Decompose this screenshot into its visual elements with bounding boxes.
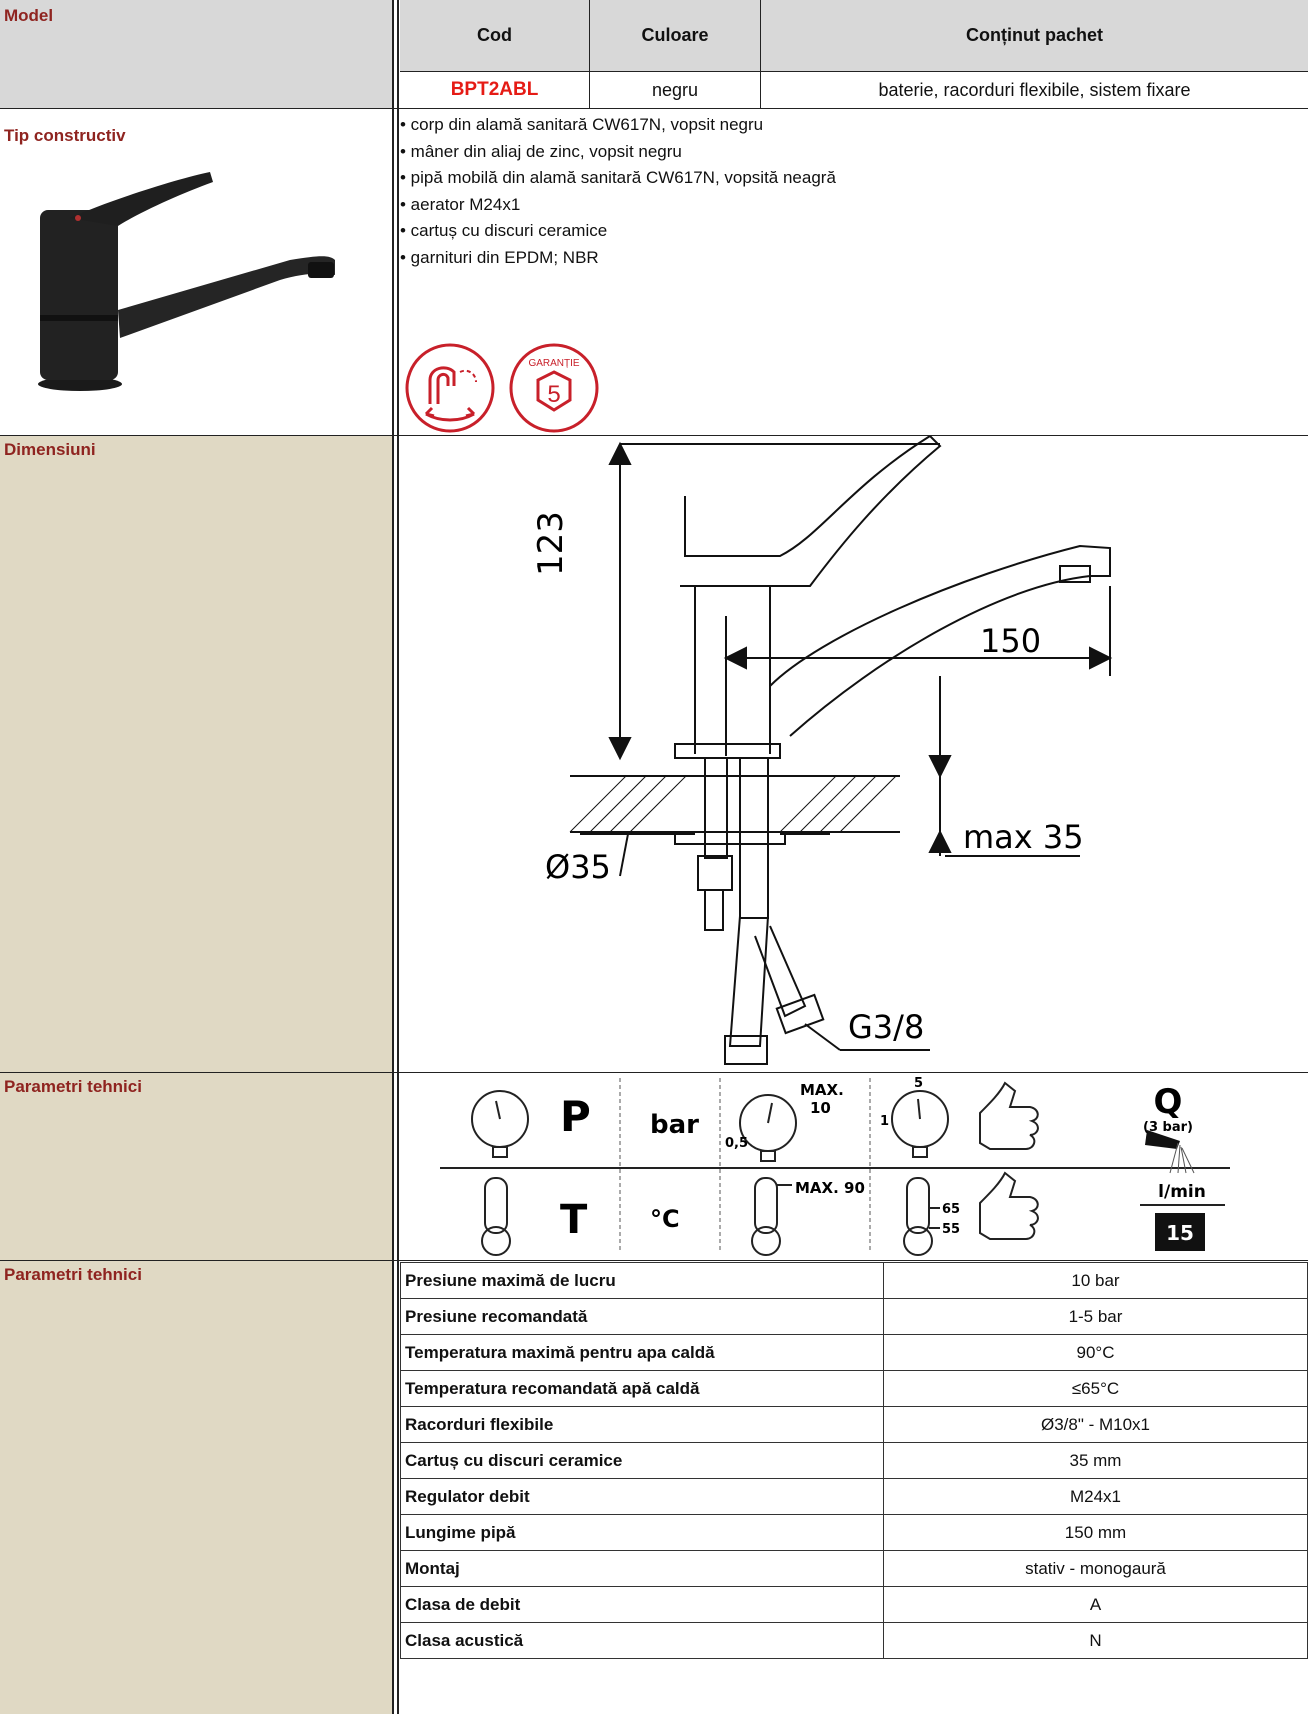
spec-value: 10 bar: [883, 1262, 1308, 1299]
spec-value: 150 mm: [883, 1514, 1308, 1551]
pressure-min-value: 0,5: [725, 1136, 748, 1151]
spec-key: Cartuș cu discuri ceramice: [400, 1442, 884, 1479]
spec-key: Regulator debit: [400, 1478, 884, 1515]
spec-value: ≤65°C: [883, 1370, 1308, 1407]
feature-list: • corp din alamă sanitară CW617N, vopsit…: [400, 112, 1300, 271]
parametri-tehnici-label-2: Parametri tehnici: [4, 1265, 142, 1284]
dim-max-thickness-label: max 35: [963, 818, 1084, 856]
temperature-max-label: MAX. 90: [795, 1179, 865, 1197]
model-label-cell: [0, 0, 392, 108]
technical-pictograms: P bar MAX. 10 0,5 5 1 T °C MAX. 90 65 55…: [440, 1076, 1230, 1256]
temperature-t-symbol: T: [560, 1197, 588, 1243]
dimension-drawing: 123 150 max 35 Ø35 G3/8: [531, 436, 1113, 1065]
parametri-tehnici-label: Parametri tehnici: [4, 1077, 142, 1096]
dimensiuni-label-cell: [0, 435, 392, 1072]
dim-height-label: 123: [531, 511, 571, 576]
header-culoare: Culoare: [641, 25, 709, 45]
spec-value: 1-5 bar: [883, 1298, 1308, 1335]
temperature-unit: °C: [650, 1205, 680, 1233]
pressure-max-label: MAX.: [800, 1081, 844, 1099]
flow-q-symbol: Q: [1154, 1082, 1183, 1122]
dimensiuni-label: Dimensiuni: [4, 440, 96, 459]
spec-key: Presiune recomandată: [400, 1298, 884, 1335]
spec-key: Clasa acustică: [400, 1622, 884, 1659]
header-cod: Cod: [477, 25, 512, 45]
header-row: [400, 0, 1308, 71]
pressure-p-symbol: P: [560, 1092, 591, 1141]
spec-value: N: [883, 1622, 1308, 1659]
guarantee-badge-icon: GARANȚIE 5: [509, 343, 599, 433]
spec-key: Temperatura recomandată apă caldă: [400, 1370, 884, 1407]
product-color: negru: [651, 79, 699, 100]
temperature-rec-65: 65: [942, 1202, 960, 1217]
spec-key: Clasa de debit: [400, 1586, 884, 1623]
feature-item: • pipă mobilă din alamă sanitară CW617N,…: [400, 168, 836, 187]
parametri-label-cell-2: [0, 1260, 392, 1714]
product-package: baterie, racorduri flexibile, sistem fix…: [878, 79, 1191, 100]
row-line-header: [400, 71, 1308, 72]
pressure-unit: bar: [650, 1110, 699, 1140]
spec-value: 35 mm: [883, 1442, 1308, 1479]
swivel-spout-icon: [405, 343, 495, 433]
temperature-rec-55: 55: [942, 1222, 960, 1237]
pressure-max-value: 10: [810, 1099, 831, 1117]
dim-hole-label: Ø35: [545, 848, 611, 886]
pressure-rec-min: 1: [880, 1114, 889, 1129]
faucet-photo: [38, 172, 335, 391]
product-code: BPT2ABL: [450, 79, 539, 100]
flow-unit: l/min: [1158, 1182, 1206, 1202]
tip-constructiv-label: Tip constructiv: [4, 126, 126, 145]
pressure-rec-max: 5: [914, 1076, 923, 1091]
flow-value: 15: [1166, 1221, 1194, 1245]
row-line-1: [0, 108, 1308, 109]
col-line-2: [760, 0, 761, 108]
row-line-3: [0, 1072, 1308, 1073]
row-line-2: [0, 435, 1308, 436]
spec-key: Temperatura maximă pentru apa caldă: [400, 1334, 884, 1371]
double-divider-a: [392, 0, 394, 1714]
parametri-label-cell-1: [0, 1072, 392, 1260]
header-continut-pachet: Conținut pachet: [966, 25, 1103, 45]
spec-key: Presiune maximă de lucru: [400, 1262, 884, 1299]
spec-value: M24x1: [883, 1478, 1308, 1515]
spec-value: Ø3/8" - M10x1: [883, 1406, 1308, 1443]
spec-value: stativ - monogaură: [883, 1550, 1308, 1587]
row-line-4: [0, 1260, 1308, 1261]
spec-key: Racorduri flexibile: [400, 1406, 884, 1443]
col-line-1: [589, 0, 590, 108]
spec-key: Lungime pipă: [400, 1514, 884, 1551]
spec-row: Temperatura recomandată apă caldă≤65°C: [400, 1370, 1308, 1407]
dim-reach-label: 150: [980, 622, 1041, 660]
flow-condition: (3 bar): [1143, 1120, 1193, 1135]
feature-item: • mâner din aliaj de zinc, vopsit negru: [400, 141, 682, 161]
dim-connection-label: G3/8: [848, 1008, 924, 1046]
feature-item: • corp din alamă sanitară CW617N, vopsit…: [400, 115, 764, 134]
spec-value: 90°C: [883, 1334, 1308, 1371]
spec-value: A: [883, 1586, 1308, 1623]
spec-key: Montaj: [400, 1550, 884, 1587]
guarantee-years: 5: [547, 381, 560, 408]
feature-item: • aerator M24x1: [400, 194, 521, 214]
guarantee-text: GARANȚIE: [528, 358, 579, 369]
double-divider-b: [397, 0, 399, 1714]
model-label: Model: [4, 6, 54, 25]
feature-item: • cartuș cu discuri ceramice: [400, 221, 608, 240]
feature-item: • garnituri din EPDM; NBR: [400, 247, 599, 267]
